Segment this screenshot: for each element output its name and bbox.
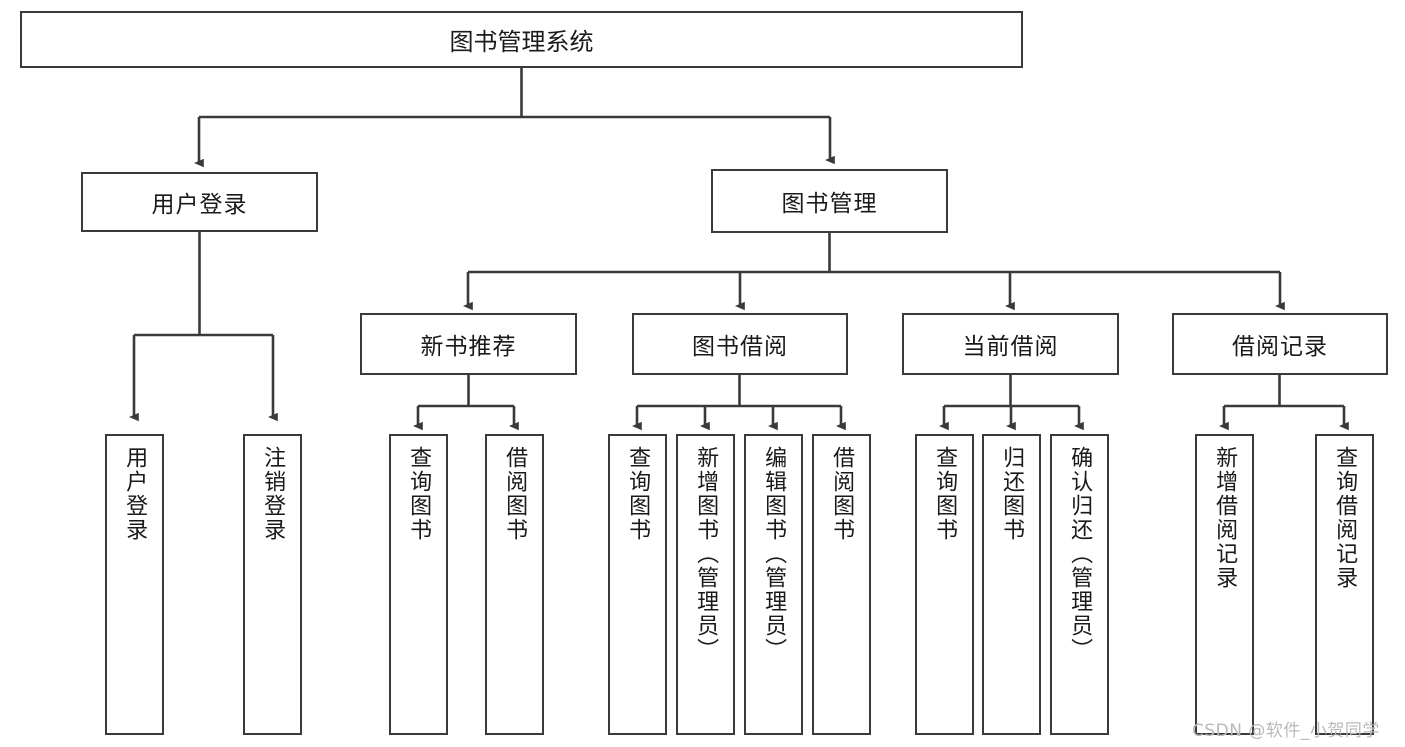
csdn-watermark: CSDN @软件_小贺同学 [1192, 721, 1380, 741]
leaf-borrow-query-book[interactable]: 查询图书 [608, 434, 667, 735]
node-label: 图书借阅 [692, 334, 788, 360]
leaf-label: 新增图书（管理员） [693, 446, 719, 662]
node-book-management[interactable]: 图书管理 [711, 169, 948, 233]
leaf-label: 借阅图书 [502, 446, 528, 542]
leaf-records-query-record[interactable]: 查询借阅记录 [1315, 434, 1374, 735]
leaf-label: 查询图书 [932, 446, 958, 542]
leaf-label: 查询图书 [406, 446, 432, 542]
leaf-borrow-borrow-book[interactable]: 借阅图书 [812, 434, 871, 735]
leaf-current-query-book[interactable]: 查询图书 [915, 434, 974, 735]
leaf-label: 注销登录 [260, 446, 286, 542]
leaf-label: 归还图书 [999, 446, 1025, 542]
node-user-login[interactable]: 用户登录 [81, 172, 318, 232]
leaf-label: 编辑图书（管理员） [761, 446, 787, 662]
leaf-recommend-borrow-book[interactable]: 借阅图书 [485, 434, 544, 735]
node-label: 图书管理 [781, 191, 878, 217]
node-book-borrow[interactable]: 图书借阅 [632, 313, 848, 375]
leaf-current-confirm-return[interactable]: 确认归还（管理员） [1050, 434, 1109, 735]
node-label: 图书管理系统 [449, 28, 594, 56]
leaf-label: 新增借阅记录 [1212, 446, 1238, 590]
leaf-current-return-book[interactable]: 归还图书 [982, 434, 1041, 735]
leaf-records-add-record[interactable]: 新增借阅记录 [1195, 434, 1254, 735]
leaf-label: 查询借阅记录 [1332, 446, 1358, 590]
node-current-borrow[interactable]: 当前借阅 [902, 313, 1119, 375]
node-label: 当前借阅 [962, 334, 1059, 360]
node-root-system[interactable]: 图书管理系统 [20, 11, 1023, 68]
leaf-user-login-signout[interactable]: 注销登录 [243, 434, 302, 735]
leaf-label: 借阅图书 [829, 446, 855, 542]
leaf-label: 确认归还（管理员） [1067, 446, 1093, 662]
node-label: 新书推荐 [420, 334, 517, 360]
leaf-borrow-add-book[interactable]: 新增图书（管理员） [676, 434, 735, 735]
leaf-label: 查询图书 [625, 446, 651, 542]
leaf-recommend-query-book[interactable]: 查询图书 [389, 434, 448, 735]
node-new-book-recommend[interactable]: 新书推荐 [360, 313, 577, 375]
leaf-borrow-edit-book[interactable]: 编辑图书（管理员） [744, 434, 803, 735]
node-label: 用户登录 [151, 192, 248, 218]
leaf-label: 用户登录 [122, 446, 148, 542]
node-borrow-records[interactable]: 借阅记录 [1172, 313, 1388, 375]
leaf-user-login-signin[interactable]: 用户登录 [105, 434, 164, 735]
node-label: 借阅记录 [1232, 334, 1328, 360]
